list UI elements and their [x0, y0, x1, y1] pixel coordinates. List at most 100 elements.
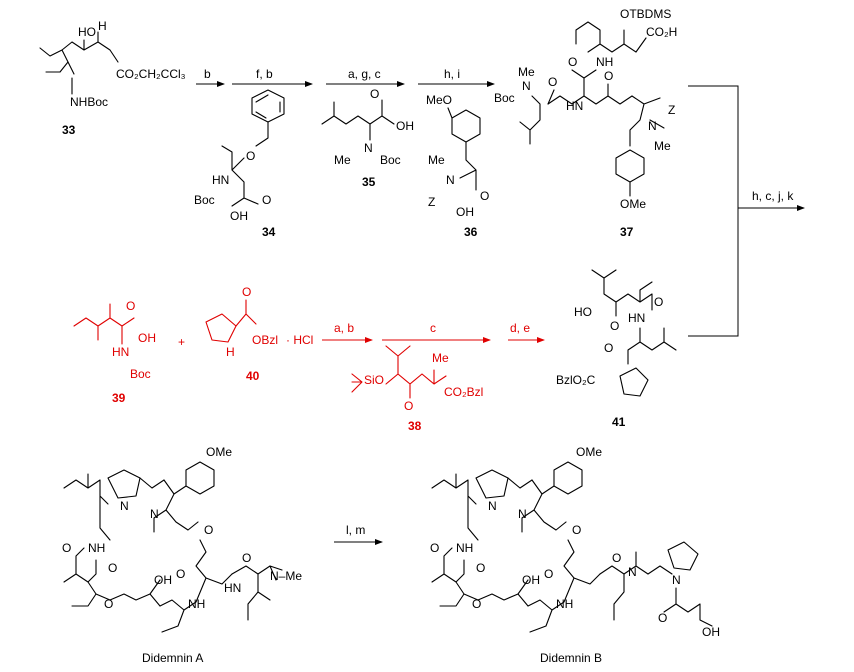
- o-label-34b: O: [262, 193, 271, 207]
- compound-40-number: 40: [246, 369, 260, 383]
- o-label-dA2: O: [62, 541, 71, 555]
- ome-label-dB: OMe: [576, 445, 602, 459]
- step-c-label: c: [430, 321, 436, 335]
- hcl-label: · HCl: [286, 333, 313, 347]
- o-label-dA6: O: [242, 551, 251, 565]
- n-label-37: N: [522, 79, 531, 93]
- o-label-dB4: O: [472, 597, 481, 611]
- o-label-dB2: O: [430, 541, 439, 555]
- compound-38-number: 38: [408, 419, 422, 433]
- meo-label-36: MeO: [426, 93, 452, 107]
- compound-40: O OBzl H · HCl 40: [205, 285, 313, 383]
- boc-label-34: Boc: [194, 193, 215, 207]
- me-label-36: Me: [428, 153, 445, 167]
- o-label-34: O: [246, 149, 255, 163]
- ome-label-dA: OMe: [206, 445, 232, 459]
- n-label-37b: N: [648, 119, 657, 133]
- obzl-label: OBzl: [252, 333, 278, 347]
- o-label-40: O: [242, 285, 251, 299]
- step-b-label: b: [204, 67, 211, 81]
- compound-37: OTBDMS CO₂H NH O O HN Me N Boc O Z N Me …: [494, 7, 677, 239]
- nh-label-dB2: NH: [556, 597, 573, 611]
- o-label-dA1: O: [204, 523, 213, 537]
- step-fb-label: f, b: [256, 67, 273, 81]
- n-label-dB1: N: [488, 499, 497, 513]
- nh-label-dA2: NH: [188, 597, 205, 611]
- h-label: H: [98, 19, 107, 33]
- o-label-37c: O: [548, 75, 557, 89]
- co2h-label: CO₂H: [646, 25, 677, 39]
- o-label-dA4: O: [104, 597, 113, 611]
- oh-label-dB2: OH: [702, 625, 720, 639]
- o-label-37a: O: [568, 55, 577, 69]
- boc-label-39: Boc: [130, 367, 151, 381]
- sio-label: SiO: [364, 373, 384, 387]
- o-label-dB6: O: [612, 551, 621, 565]
- o-label-dA3: O: [108, 561, 117, 575]
- oh-label-39: OH: [138, 331, 156, 345]
- me-label-37: Me: [518, 65, 535, 79]
- compound-41: HO O O HN O BzlO₂C 41: [556, 269, 677, 429]
- o-label-dB1: O: [572, 523, 581, 537]
- hn-label-37: HN: [566, 99, 583, 113]
- compound-38: Me SiO O CO₂Bzl 38: [351, 345, 483, 433]
- o-label-36: O: [480, 189, 489, 203]
- o-label-dB5: O: [544, 567, 553, 581]
- hn-label-39: HN: [112, 345, 129, 359]
- compound-41-number: 41: [612, 415, 626, 429]
- plus-sign: +: [178, 335, 185, 349]
- step-hcjk-label: h, c, j, k: [752, 189, 794, 203]
- compound-34: O HN Boc O OH 34: [194, 89, 285, 239]
- o-label-dA5: O: [176, 567, 185, 581]
- nme-label-dA: N–Me: [270, 569, 302, 583]
- hn-label-41: HN: [628, 311, 645, 325]
- o-label-dB7: O: [658, 611, 667, 625]
- didemnin-a-label: Didemnin A: [142, 651, 203, 665]
- didemnin-b-label: Didemnin B: [540, 651, 602, 665]
- oh-label-dA: OH: [154, 573, 172, 587]
- step-hi-label: h, i: [444, 67, 460, 81]
- o-label-38: O: [404, 399, 413, 413]
- o-label-41: O: [610, 319, 619, 333]
- oh-label-dB: OH: [522, 573, 540, 587]
- compound-33: HO H CO₂CH₂CCl₃ NHBoc 33: [39, 19, 186, 137]
- o-label-35: O: [370, 87, 379, 101]
- nh-label-37: NH: [596, 55, 613, 69]
- bracket-connector: [688, 85, 739, 337]
- me-label-35: Me: [334, 153, 351, 167]
- h-label-40: H: [226, 345, 235, 359]
- o-label-41b: O: [654, 295, 663, 309]
- compound-35-number: 35: [362, 175, 376, 189]
- step-de-label: d, e: [510, 321, 530, 335]
- didemnin-a: N OMe N O NH O O O OH NH O HN O N–Me Did…: [62, 445, 302, 665]
- ho-label-41: HO: [574, 305, 592, 319]
- oh-label-36: OH: [456, 205, 474, 219]
- otbdms-label: OTBDMS: [620, 7, 671, 21]
- bzlo2c-label: BzlO₂C: [556, 373, 596, 387]
- n-label-35: N: [364, 141, 373, 155]
- compound-33-number: 33: [62, 123, 76, 137]
- oh-label-34: OH: [230, 209, 248, 223]
- compound-39: O OH HN Boc 39: [73, 299, 156, 405]
- compound-36-number: 36: [464, 225, 478, 239]
- step-agc-label: a, g, c: [348, 67, 381, 81]
- ho-label: HO: [78, 25, 96, 39]
- didemnin-b: N OMe N O NH O O O OH NH O O N N O OH Di…: [430, 445, 720, 665]
- n-label-dB4: N: [672, 573, 681, 587]
- compound-36: MeO Me N Z O OH 36: [426, 93, 489, 239]
- n-label-dB2: N: [518, 507, 527, 521]
- z-label-37: Z: [668, 103, 675, 117]
- me-label-38: Me: [432, 351, 449, 365]
- n-label-36: N: [446, 173, 455, 187]
- ome-label-37: OMe: [620, 197, 646, 211]
- nh-label-dA: NH: [88, 541, 105, 555]
- step-lm-label: l, m: [346, 523, 365, 537]
- n-label-dA2: N: [150, 507, 159, 521]
- me-label-37b: Me: [654, 139, 671, 153]
- compound-39-number: 39: [112, 391, 126, 405]
- compound-37-number: 37: [620, 225, 634, 239]
- o-label-37b: O: [604, 69, 613, 83]
- co2bzl-label: CO₂Bzl: [444, 385, 483, 399]
- n-label-dB3: N: [628, 565, 637, 579]
